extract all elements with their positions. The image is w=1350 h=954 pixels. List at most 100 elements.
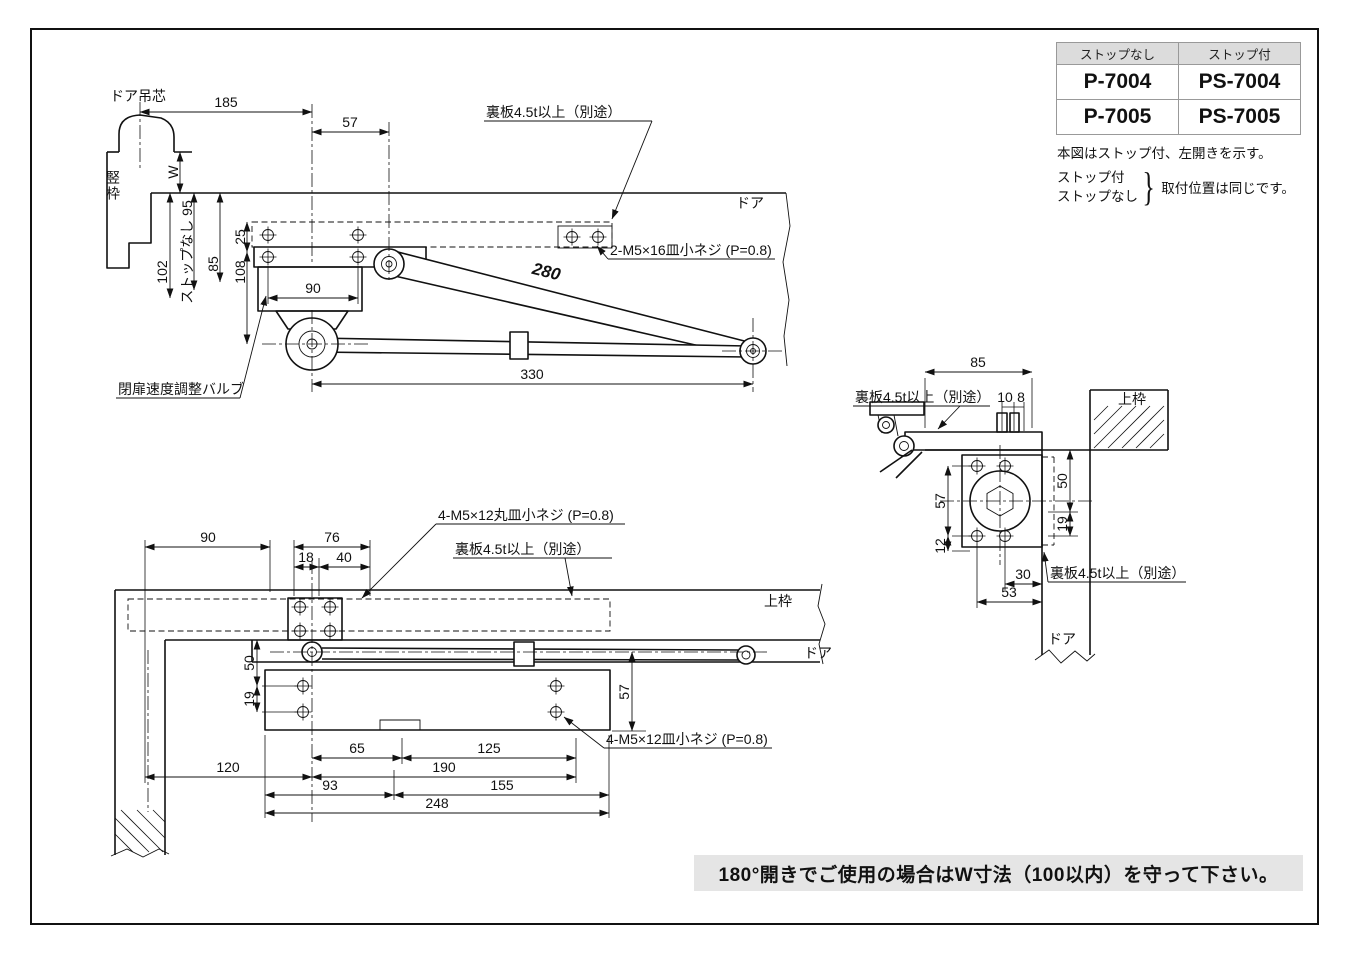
sheet-border — [30, 28, 1319, 925]
dim-190: 190 — [432, 759, 456, 775]
plan-view: 90 76 18 40 50 19 57 65 125 120 190 93 1… — [110, 507, 832, 858]
dim-85: 85 — [205, 256, 221, 272]
body-screws — [294, 677, 565, 721]
flat-screw-label: 4-M5×12皿小ネジ (P=0.8) — [606, 731, 768, 747]
footer-warning: 180°開きでご使用の場合はW寸法（100以内）を守って下さい。 — [694, 855, 1303, 891]
model-p-7004: P-7004 — [1056, 64, 1179, 100]
backing-plate-label: 裏板4.5t以上（別途） — [486, 104, 621, 120]
right-labels: 上枠 ドア 裏板4.5t以上（別途） 裏板4.5t以上（別途） — [853, 389, 1186, 647]
dim-40: 40 — [336, 549, 352, 565]
top-frame-label: 上枠 — [764, 593, 792, 609]
vertical-frame-profile — [106, 152, 152, 269]
dim-10: 10 — [997, 389, 1013, 405]
dim-93: 93 — [322, 777, 338, 793]
door-break-line — [782, 192, 791, 367]
door-label: ドア — [1048, 631, 1076, 647]
header-no-stop: ストップなし — [1056, 42, 1179, 65]
forearm-shoe — [557, 225, 613, 249]
right-dimensions: 85 10 8 50 19 57 12 30 53 — [924, 354, 1078, 608]
side-labels: ドア吊芯 竪枠 ドア 裏板4.5t以上（別途） 2-M5×16皿小ネジ (P=0… — [105, 88, 775, 399]
figure-note: 本図はストップ付、左開きを示す。 — [1057, 146, 1272, 161]
dim-125: 125 — [477, 740, 501, 756]
brace-glyph: } — [1142, 164, 1155, 209]
dim-330: 330 — [520, 366, 544, 382]
table-row: P-7004 PS-7004 — [1056, 64, 1301, 100]
arm-end-knob — [736, 645, 756, 665]
screw-note-label: 2-M5×16皿小ネジ (P=0.8) — [610, 242, 772, 258]
centerlines — [940, 445, 1095, 565]
door-label: ドア — [736, 195, 764, 211]
right-view: 85 10 8 50 19 57 12 30 53 上枠 ドア 裏板4.5t以上… — [853, 354, 1186, 664]
backing-plate-label-1: 裏板4.5t以上（別途） — [855, 389, 990, 405]
plan-dimensions: 90 76 18 40 50 19 57 65 125 120 190 93 1… — [144, 529, 646, 818]
frame-hatching — [1093, 405, 1165, 449]
closer-body-plan — [264, 669, 611, 731]
dim-108: 108 — [232, 260, 248, 284]
stop-note-text: 取付位置は同じです。 — [1161, 180, 1295, 196]
dim-50: 50 — [1054, 473, 1070, 489]
header-with-stop: ストップ付 — [1178, 42, 1301, 65]
stop-note-line1: ストップ付 — [1057, 169, 1125, 185]
dim-155: 155 — [490, 777, 514, 793]
dim-90: 90 — [305, 280, 321, 296]
backing-plate-dashed — [127, 598, 611, 632]
dim-57: 57 — [616, 684, 632, 700]
dim-53: 53 — [1001, 584, 1017, 600]
valve-label: 閉扉速度調整バルブ — [118, 381, 244, 397]
backing-plate-dashed — [1042, 456, 1055, 546]
backing-plate-label-2: 裏板4.5t以上（別途） — [1050, 565, 1185, 581]
dim-280: 280 — [529, 259, 563, 285]
door-pivot-label: ドア吊芯 — [110, 88, 166, 104]
dim-19: 19 — [241, 691, 257, 707]
table-row: P-7005 PS-7005 — [1056, 99, 1301, 135]
door-break-line — [817, 583, 826, 665]
round-screw-label: 4-M5×12丸皿小ネジ (P=0.8) — [438, 507, 614, 523]
vertical-frame-label: 竪枠 — [105, 170, 121, 202]
dim-185: 185 — [214, 94, 238, 110]
dim-50: 50 — [241, 655, 257, 671]
top-bracket-assembly — [869, 401, 1043, 479]
dim-102: 102 — [154, 260, 170, 284]
body-notch — [379, 719, 421, 730]
arm-shoe — [287, 597, 343, 641]
dim-90: 90 — [200, 529, 216, 545]
dim-120: 120 — [216, 759, 240, 775]
dim-57: 57 — [932, 493, 948, 509]
plan-labels: 4-M5×12丸皿小ネジ (P=0.8) 裏板4.5t以上（別途） 上枠 ドア … — [361, 507, 832, 749]
door-pivot-cap — [118, 114, 175, 152]
dim-30: 30 — [1015, 566, 1031, 582]
dim-76: 76 — [324, 529, 340, 545]
model-table: ストップなし ストップ付 P-7004 PS-7004 P-7005 PS-70… — [1056, 42, 1301, 135]
door-label: ドア — [804, 645, 832, 661]
model-ps-7005: PS-7005 — [1178, 99, 1301, 135]
body-neck — [275, 310, 349, 330]
model-ps-7004: PS-7004 — [1178, 64, 1301, 100]
screw-symbols — [259, 226, 607, 266]
model-p-7005: P-7005 — [1056, 99, 1179, 135]
dim-12: 12 — [932, 538, 948, 554]
stop-position-note: ストップ付 ストップなし } 取付位置は同じです。 — [1057, 163, 1295, 210]
side-view: 185 57 W 102 ストップなし 95 85 25 108 90 280 … — [105, 88, 791, 399]
dim-w: W — [165, 165, 181, 179]
dim-248: 248 — [425, 795, 449, 811]
dim-25: 25 — [232, 229, 248, 245]
door-break-line — [1034, 649, 1096, 664]
dim-8: 8 — [1017, 389, 1025, 405]
top-frame-label: 上枠 — [1118, 391, 1146, 407]
dim-18: 18 — [298, 549, 314, 565]
forearm-adjust-nut — [509, 331, 529, 360]
dim-19: 19 — [1054, 516, 1070, 532]
wall-break-line — [110, 848, 170, 858]
wall-hatching — [114, 809, 166, 853]
backing-plate-label: 裏板4.5t以上（別途） — [455, 541, 590, 557]
shoe-screws — [291, 598, 339, 640]
stop-note-lines: ストップ付 ストップなし — [1057, 168, 1138, 206]
dim-95-stop-none: ストップなし 95 — [179, 200, 195, 304]
dim-85: 85 — [970, 354, 986, 370]
side-dimensions: 185 57 W 102 ストップなし 95 85 25 108 90 280 … — [139, 94, 754, 388]
arm-adjust-nut — [513, 641, 535, 667]
dim-65: 65 — [349, 740, 365, 756]
stop-note-line2: ストップなし — [1057, 188, 1138, 204]
